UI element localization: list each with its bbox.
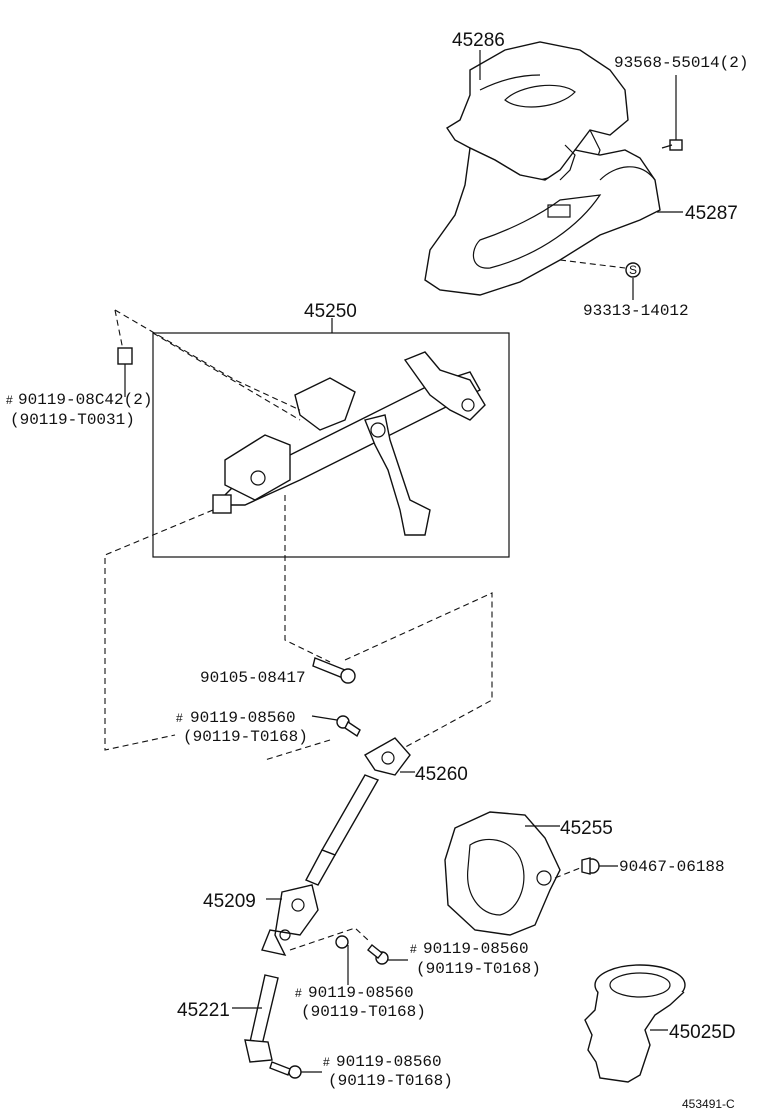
hash-mark-1: # bbox=[6, 393, 13, 407]
label-90119-08560-b: 90119-08560 bbox=[308, 984, 414, 1002]
bolt-90105-08417-drawing bbox=[312, 657, 356, 684]
hash-mark-4: # bbox=[295, 986, 302, 1000]
label-45287: 45287 bbox=[685, 203, 738, 224]
label-90119-t0168-c: (90119-T0168) bbox=[416, 960, 541, 978]
label-90119-08560-a: 90119-08560 bbox=[190, 709, 296, 727]
label-90105-08417: 90105-08417 bbox=[200, 669, 306, 687]
clip-93313-drawing: S bbox=[625, 262, 641, 278]
label-90119-08560-c: 90119-08560 bbox=[423, 940, 529, 958]
diagram-code: 453491-C bbox=[682, 1097, 735, 1111]
hash-mark-2: # bbox=[176, 711, 183, 725]
label-45025d: 45025D bbox=[669, 1022, 736, 1043]
column-hole-cover-drawing bbox=[444, 811, 561, 936]
clip-90467-drawing bbox=[581, 857, 600, 875]
intermediate-shaft-drawing bbox=[305, 737, 411, 886]
screw-93568-drawing bbox=[661, 139, 683, 151]
bolt-90119-08560-c-drawing bbox=[367, 944, 389, 965]
hash-mark-3: # bbox=[410, 942, 417, 956]
label-45255: 45255 bbox=[560, 818, 613, 839]
svg-text:S: S bbox=[629, 263, 637, 277]
universal-joint-drawing bbox=[261, 884, 319, 956]
steering-boot-drawing bbox=[584, 964, 686, 1083]
label-90119-t0031: (90119-T0031) bbox=[10, 411, 135, 429]
label-45221: 45221 bbox=[177, 1000, 230, 1021]
bolt-90119-08560-b-drawing bbox=[335, 935, 349, 985]
label-45260: 45260 bbox=[415, 764, 468, 785]
lower-shaft-drawing bbox=[244, 974, 279, 1063]
bolt-90119-08560-d-drawing bbox=[269, 1061, 302, 1079]
column-assembly-frame bbox=[152, 332, 510, 558]
label-90119-08c42: 90119-08C42(2) bbox=[18, 391, 152, 409]
bolt-90119-08560-a-drawing bbox=[336, 715, 361, 738]
label-90467-06188: 90467-06188 bbox=[619, 858, 725, 876]
label-93313-14012: 93313-14012 bbox=[583, 302, 689, 320]
bolt-90119-08c42-drawing bbox=[117, 347, 133, 385]
steering-column-drawing bbox=[212, 351, 486, 536]
label-90119-t0168-d: (90119-T0168) bbox=[328, 1072, 453, 1090]
label-90119-t0168-b: (90119-T0168) bbox=[301, 1003, 426, 1021]
label-45209: 45209 bbox=[203, 891, 256, 912]
label-93568-55014: 93568-55014(2) bbox=[614, 54, 748, 72]
label-90119-08560-d: 90119-08560 bbox=[336, 1053, 442, 1071]
label-90119-t0168-a: (90119-T0168) bbox=[183, 728, 308, 746]
label-45286: 45286 bbox=[452, 30, 505, 51]
label-45250: 45250 bbox=[304, 301, 357, 322]
hash-mark-5: # bbox=[323, 1055, 330, 1069]
column-cover-lower-drawing bbox=[424, 144, 661, 296]
